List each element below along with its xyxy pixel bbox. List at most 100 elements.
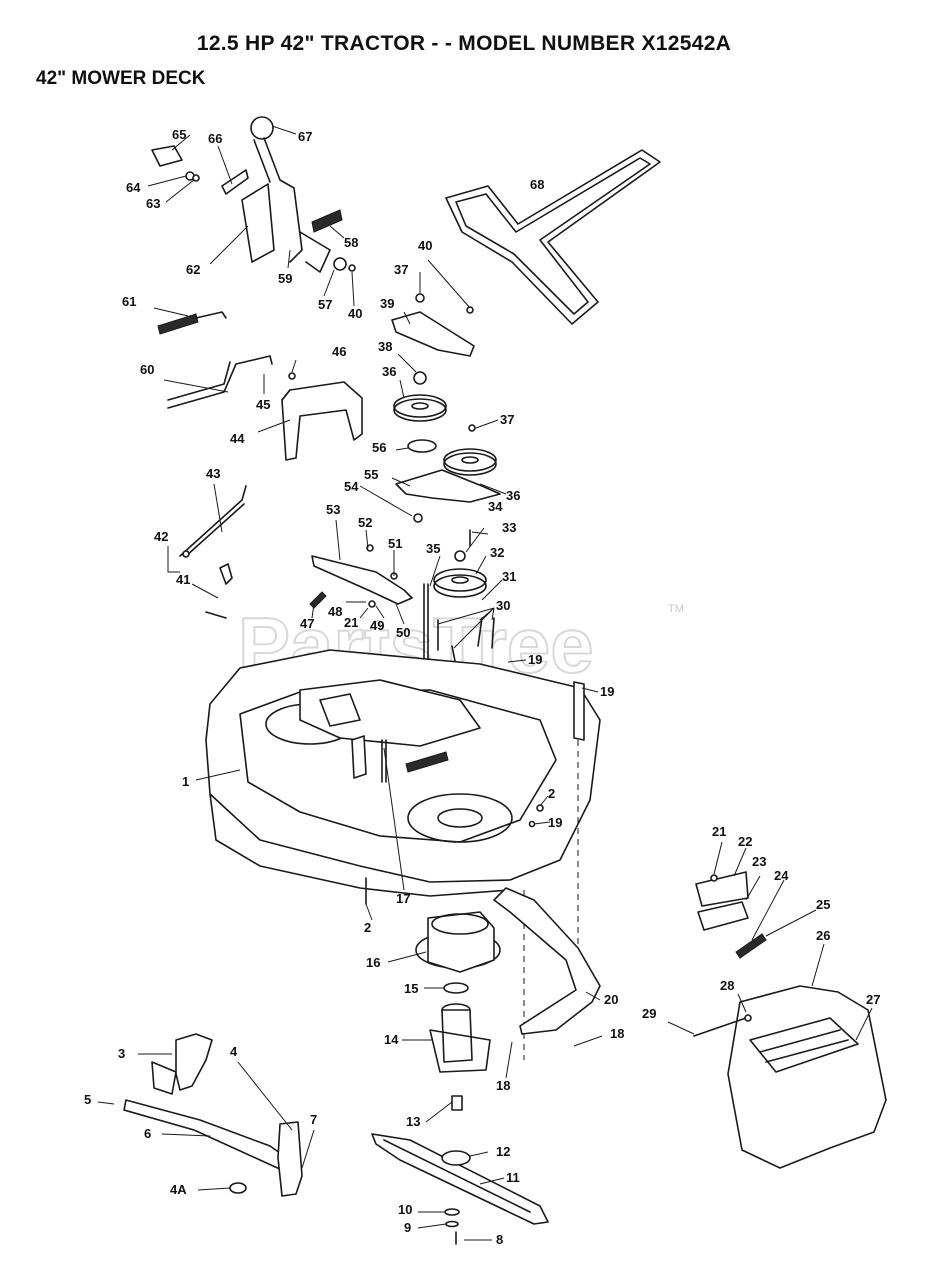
- callout-4A: 4A: [170, 1182, 187, 1197]
- clip-41[interactable]: [219, 563, 233, 585]
- callout-29: 29: [642, 1006, 656, 1021]
- callout-8: 8: [496, 1232, 503, 1247]
- lockwasher-9[interactable]: [445, 1220, 459, 1228]
- callout-62: 62: [186, 262, 200, 277]
- callout-18-right: 18: [610, 1026, 624, 1041]
- callout-57: 57: [318, 297, 332, 312]
- hinge-23[interactable]: [697, 901, 749, 931]
- callout-35: 35: [426, 541, 440, 556]
- callout-42: 42: [154, 529, 168, 544]
- watermark-trademark: TM: [668, 603, 684, 615]
- callout-20: 20: [604, 992, 618, 1007]
- draft-arm-assembly[interactable]: [123, 1033, 303, 1197]
- rod-19[interactable]: [573, 681, 585, 741]
- bolt-2-upper[interactable]: [536, 804, 544, 812]
- callout-31: 31: [502, 569, 516, 584]
- callout-28: 28: [720, 978, 734, 993]
- washer-54[interactable]: [413, 513, 423, 523]
- callout-22: 22: [738, 834, 752, 849]
- callout-65: 65: [172, 127, 186, 142]
- callout-5: 5: [84, 1092, 91, 1107]
- rear-link-43[interactable]: [179, 485, 247, 557]
- spring-61[interactable]: [157, 311, 227, 335]
- callout-49: 49: [370, 618, 384, 633]
- callout-2-upper: 2: [548, 786, 555, 801]
- callout-4: 4: [230, 1044, 238, 1059]
- callout-64: 64: [126, 180, 141, 195]
- discharge-chute-27[interactable]: [727, 985, 887, 1169]
- callout-67: 67: [298, 129, 312, 144]
- callout-41: 41: [176, 572, 190, 587]
- callout-60: 60: [140, 362, 154, 377]
- callout-10: 10: [398, 1202, 412, 1217]
- rod-29[interactable]: [693, 1017, 747, 1037]
- idler-pulley-upper[interactable]: [393, 394, 447, 422]
- spindle-housing-16[interactable]: [415, 911, 501, 973]
- callout-24: 24: [774, 868, 789, 883]
- pin-41[interactable]: [205, 611, 227, 619]
- adapter-12[interactable]: [441, 1150, 471, 1166]
- callout-36-upper: 36: [382, 364, 396, 379]
- callout-44: 44: [230, 431, 245, 446]
- spring-25[interactable]: [735, 933, 767, 959]
- callout-14: 14: [384, 1032, 399, 1047]
- callout-23: 23: [752, 854, 766, 869]
- callout-32: 32: [490, 545, 504, 560]
- callout-13: 13: [406, 1114, 420, 1129]
- washer-19[interactable]: [528, 820, 536, 828]
- callout-47: 47: [300, 616, 314, 631]
- callout-37-upper: 37: [394, 262, 408, 277]
- section-title: 42" MOWER DECK: [36, 68, 206, 89]
- spring-58: [311, 209, 343, 233]
- callout-15: 15: [404, 981, 418, 996]
- mower-deck-housing[interactable]: [205, 649, 601, 897]
- spindle-pulley-32[interactable]: [433, 568, 487, 598]
- lift-link-rod[interactable]: [167, 355, 273, 409]
- chute-bracket-22[interactable]: [695, 871, 749, 907]
- nut-33[interactable]: [454, 550, 466, 562]
- hanger-bracket-44[interactable]: [281, 372, 363, 461]
- callout-66: 66: [208, 131, 222, 146]
- callout-54: 54: [344, 479, 359, 494]
- nut-38[interactable]: [413, 371, 427, 385]
- key-13[interactable]: [451, 1095, 463, 1111]
- callout-21-chute: 21: [712, 824, 726, 839]
- callout-18-left: 18: [496, 1078, 510, 1093]
- callout-25: 25: [816, 897, 830, 912]
- bearing-15[interactable]: [443, 982, 469, 994]
- callout-9: 9: [404, 1220, 411, 1235]
- callout-55: 55: [364, 467, 378, 482]
- callout-33: 33: [502, 520, 516, 535]
- washer-28[interactable]: [744, 1014, 752, 1022]
- callout-43: 43: [206, 466, 220, 481]
- callout-1: 1: [182, 774, 189, 789]
- callout-48: 48: [328, 604, 342, 619]
- callout-38: 38: [378, 339, 392, 354]
- callout-40-upper: 40: [418, 238, 432, 253]
- callout-34: 34: [488, 499, 503, 514]
- callout-51: 51: [388, 536, 402, 551]
- callout-50: 50: [396, 625, 410, 640]
- lift-arm-20[interactable]: [493, 887, 601, 1035]
- idler-arm-55[interactable]: [395, 469, 501, 503]
- washer-10[interactable]: [444, 1208, 460, 1216]
- callout-21-deck: 21: [344, 615, 358, 630]
- callout-26: 26: [816, 928, 830, 943]
- callout-59: 59: [278, 271, 292, 286]
- idler-pulley-right[interactable]: [443, 424, 497, 476]
- drive-belt[interactable]: [445, 149, 661, 325]
- spindle-14[interactable]: [429, 1003, 491, 1073]
- blade-11[interactable]: [371, 1133, 549, 1225]
- callout-19-lower: 19: [548, 815, 562, 830]
- callout-19-top: 19: [528, 652, 542, 667]
- page-title: 12.5 HP 42" TRACTOR - - MODEL NUMBER X12…: [196, 32, 732, 55]
- callout-45: 45: [256, 397, 270, 412]
- lift-lever-assembly[interactable]: [151, 116, 356, 273]
- callout-39: 39: [380, 296, 394, 311]
- idler-bracket-39[interactable]: [391, 293, 475, 357]
- callout-37-lower: 37: [500, 412, 514, 427]
- spacer-56[interactable]: [407, 439, 437, 453]
- lever-knob: [250, 116, 274, 140]
- callout-17: 17: [396, 891, 410, 906]
- brake-bracket-53[interactable]: [311, 555, 413, 605]
